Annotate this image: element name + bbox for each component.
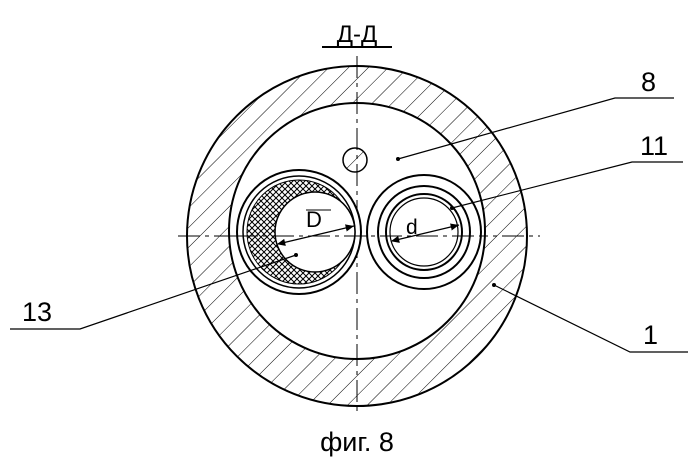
- callout-8: 8: [641, 67, 656, 97]
- section-title: Д-Д: [337, 21, 378, 48]
- figure-caption: фиг. 8: [320, 427, 394, 457]
- dimension-small-label: d: [406, 216, 418, 239]
- dimension-big-label: D: [306, 207, 322, 232]
- callout-13: 13: [22, 297, 52, 327]
- callout-1: 1: [643, 320, 658, 350]
- right-channel: [367, 175, 481, 289]
- callout-11: 11: [640, 131, 668, 161]
- left-channel: [237, 170, 361, 294]
- small-hole: [343, 148, 367, 172]
